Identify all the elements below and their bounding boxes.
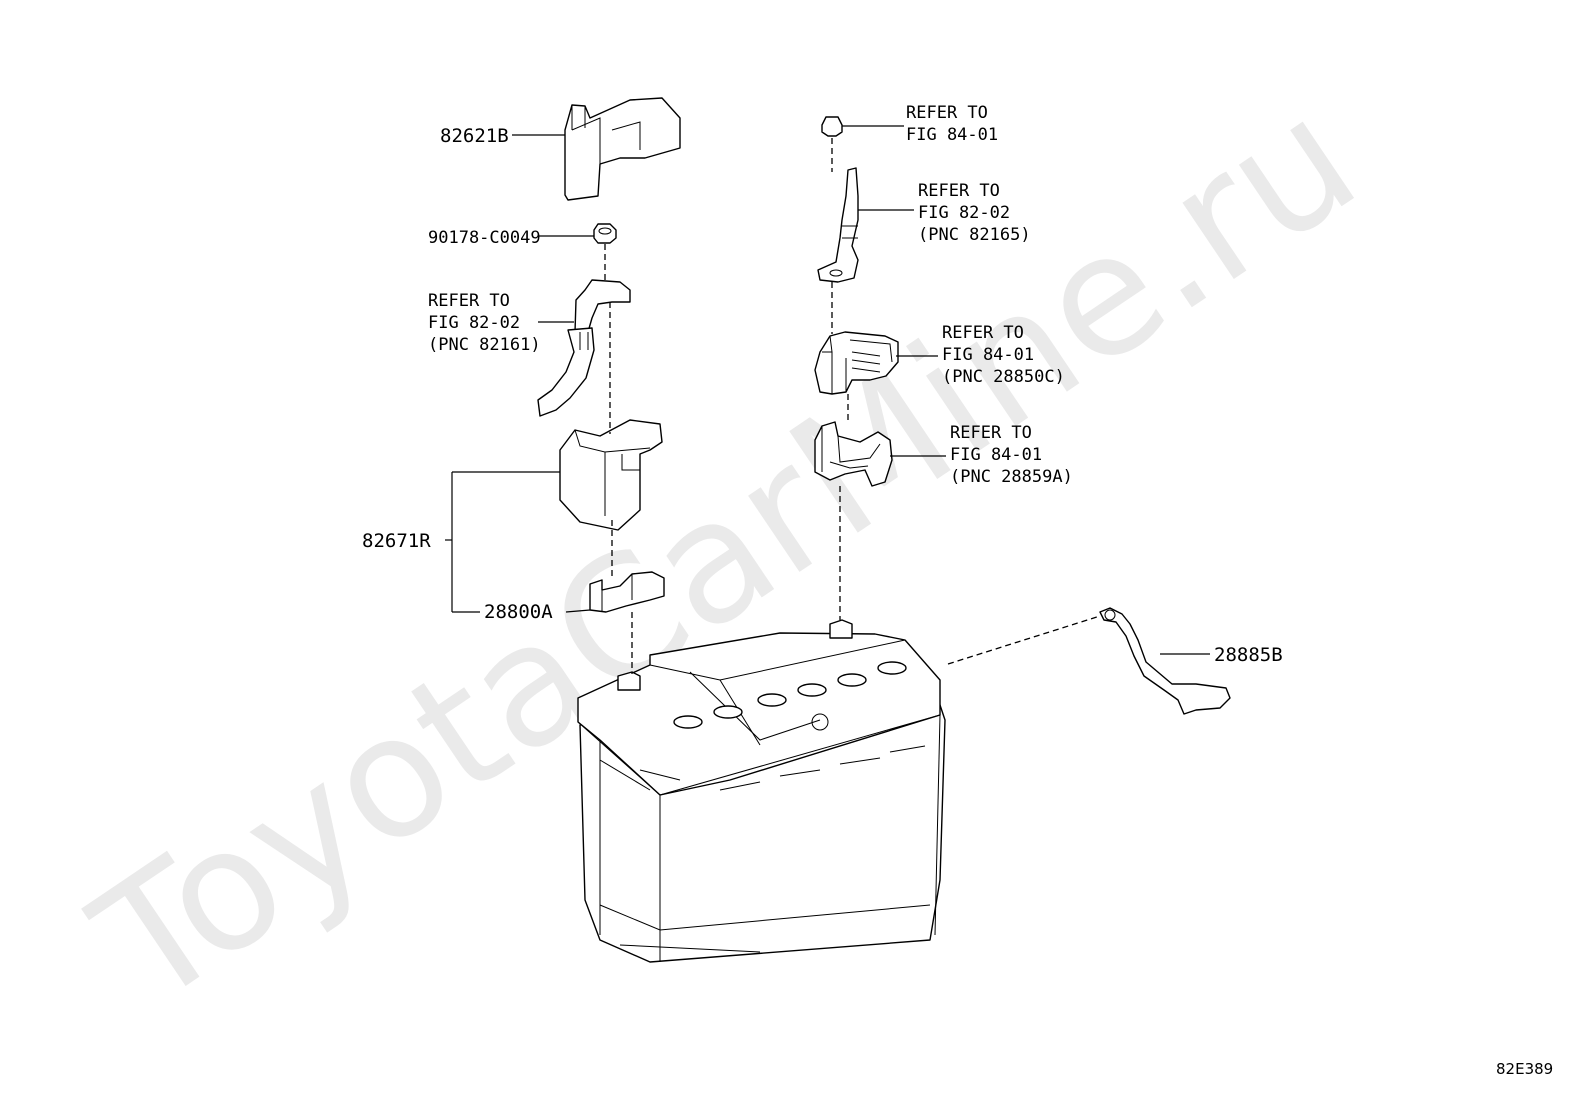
callout-90178-C0049: 90178-C0049 xyxy=(428,228,541,248)
terminal-cover-82621B xyxy=(564,97,681,201)
callout-28800A: 28800A xyxy=(484,601,553,623)
figure-id: 82E389 xyxy=(1496,1060,1553,1078)
assembly-lines xyxy=(604,138,1101,674)
callout-82671R: 82671R xyxy=(362,530,431,552)
callout-labels: 82621B 90178-C0049 82671R 28800A 28885B … xyxy=(362,103,1553,1078)
ref-sensor-line2: FIG 84-01 xyxy=(942,345,1034,365)
ref-nut-top-line2: FIG 84-01 xyxy=(906,125,998,145)
ref-sensor-line3: (PNC 28850C) xyxy=(942,367,1065,387)
ref-cable-left-line3: (PNC 82161) xyxy=(428,335,541,355)
terminal-cover-82671R-upper xyxy=(559,419,663,531)
sensor-wire-28885B xyxy=(1099,607,1231,715)
negative-cable-ref xyxy=(817,167,859,283)
ref-cable-left-line1: REFER TO xyxy=(428,291,510,311)
leader-lines xyxy=(445,125,1210,655)
sensor-bracket-28859A xyxy=(814,421,893,487)
battery-illustration xyxy=(577,619,946,963)
callout-82621B: 82621B xyxy=(440,125,509,147)
ref-sensor-line1: REFER TO xyxy=(942,323,1024,343)
ref-cable-left-line2: FIG 82-02 xyxy=(428,313,520,333)
current-sensor-28850C xyxy=(814,331,899,395)
ref-bracket-line2: FIG 84-01 xyxy=(950,445,1042,465)
ref-bracket-line3: (PNC 28859A) xyxy=(950,467,1073,487)
terminal-28800A xyxy=(589,571,665,613)
ref-cable-right-line2: FIG 82-02 xyxy=(918,203,1010,223)
ref-cable-right-line3: (PNC 82165) xyxy=(918,225,1031,245)
ref-cable-right-line1: REFER TO xyxy=(918,181,1000,201)
nut-90178 xyxy=(593,223,617,244)
positive-cable-ref xyxy=(537,279,631,417)
callout-28885B: 28885B xyxy=(1214,644,1283,666)
ref-nut-top-line1: REFER TO xyxy=(906,103,988,123)
ref-bracket-line1: REFER TO xyxy=(950,423,1032,443)
nut-top-right xyxy=(821,116,843,137)
